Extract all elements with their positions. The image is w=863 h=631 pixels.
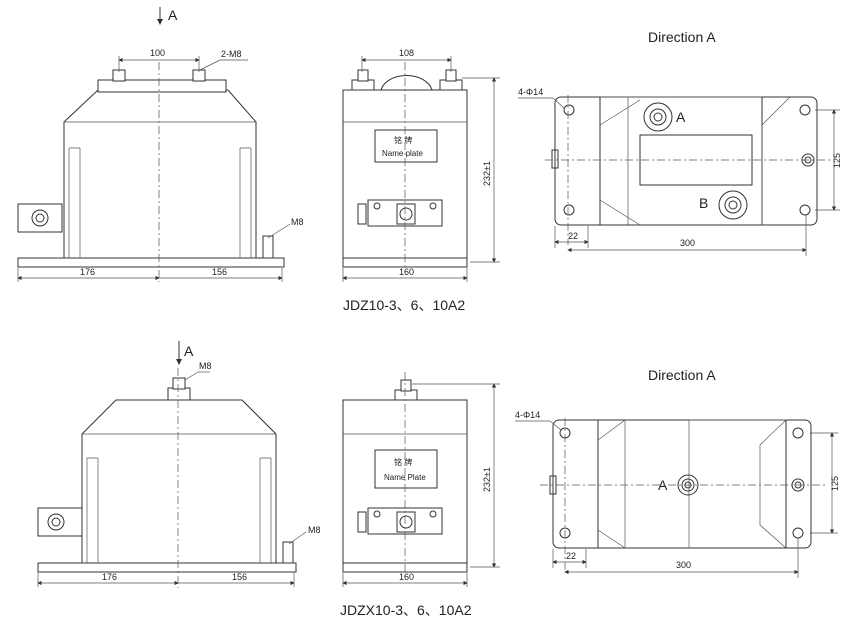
top-dim-2m8: 2-M8	[221, 49, 242, 59]
bottom-holes-label: 4-Φ14	[515, 410, 540, 420]
bottom-dim-176: 176	[102, 572, 117, 582]
top-nameplate	[374, 129, 438, 163]
bottom-side-view: 铭 牌 Name Plate 232±1 160	[342, 372, 500, 587]
top-view-label: A	[168, 7, 178, 23]
top-direction-title: Direction A	[648, 29, 716, 45]
bottom-dim-232: 232±1	[482, 467, 492, 492]
bottom-direction-view: Direction A A 4-Φ14 125 22 300	[515, 367, 840, 578]
bottom-direction-title: Direction A	[648, 367, 716, 383]
top-dim-22: 22	[568, 231, 578, 241]
bottom-nameplate	[374, 449, 438, 489]
bottom-dim-m8-top: M8	[199, 361, 212, 371]
top-dim-100: 100	[150, 48, 165, 58]
top-dim-108: 108	[399, 48, 414, 58]
bottom-nameplate-en: Name Plate	[384, 473, 426, 482]
bottom-front-view: A M8 M8 176 156	[37, 341, 321, 588]
top-holes-label: 4-Φ14	[518, 87, 543, 97]
top-direction-view: Direction A A B 4-Φ14 125 22 300	[518, 29, 842, 256]
bottom-view-label: A	[184, 343, 194, 359]
top-dim-160: 160	[399, 267, 414, 277]
top-dim-300: 300	[680, 238, 695, 248]
bottom-nameplate-cn: 铭 牌	[394, 457, 412, 467]
bottom-front-base	[37, 562, 297, 573]
top-front-base	[17, 257, 285, 268]
top-mark-a: A	[676, 109, 686, 125]
top-dim-232: 232±1	[482, 161, 492, 186]
top-dim-125: 125	[832, 153, 842, 168]
top-front-terminal-box	[17, 203, 63, 233]
bottom-dim-160: 160	[399, 572, 414, 582]
bottom-caption: JDZX10-3、6、10A2	[340, 602, 472, 618]
bottom-dim-125: 125	[830, 476, 840, 491]
top-mark-b: B	[699, 195, 708, 211]
top-side-view: 铭 牌 Name plate 108 232±1 160	[342, 48, 500, 282]
bottom-dim-m8: M8	[308, 525, 321, 535]
top-caption: JDZ10-3、6、10A2	[343, 297, 465, 313]
top-nameplate-en: Name plate	[382, 149, 423, 158]
top-dim-m8: M8	[291, 217, 304, 227]
top-nameplate-cn: 铭 牌	[394, 135, 412, 145]
bottom-front-body	[81, 399, 277, 564]
bottom-dim-22: 22	[566, 551, 576, 561]
top-front-body	[63, 89, 257, 259]
bottom-dim-300: 300	[676, 560, 691, 570]
top-front-view: A 100 2-M8 M8 176 156	[17, 7, 304, 282]
bottom-dim-156: 156	[232, 572, 247, 582]
top-dim-156: 156	[212, 267, 227, 277]
top-dim-176: 176	[80, 267, 95, 277]
